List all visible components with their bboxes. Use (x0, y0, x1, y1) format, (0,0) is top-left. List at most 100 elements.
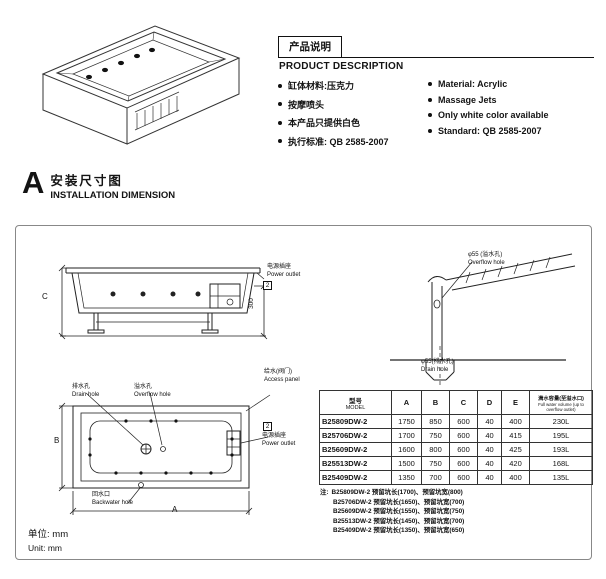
bullet-icon (278, 83, 282, 88)
backwater-cn: 回水口 (92, 492, 111, 498)
bullet-item: Only white color available (428, 110, 594, 120)
bathtub-isometric-drawing (41, 25, 241, 145)
overflow-hole-dia-label: φ55 (溢水孔) Overflow hole (468, 252, 505, 267)
cell-d: 40 (477, 456, 502, 471)
section-letter: A (22, 165, 45, 200)
volume-header-en: Full water volume (up to overflow outlet… (538, 401, 584, 412)
product-title-cn: 产品说明 (278, 36, 342, 58)
bullet-icon (428, 97, 432, 102)
drain-cn: 排水孔 (72, 384, 91, 390)
side-view-drawing (58, 264, 268, 340)
section-titles: 安装尺寸图 INSTALLATION DIMENSION (50, 168, 175, 201)
top-view-drawing (58, 392, 271, 515)
table-row: B25809DW-2 1750 850 600 40 400 230L (319, 414, 593, 429)
callout-2-badge: 2 (263, 281, 272, 290)
bullet-text: 缸体材料:压克力 (288, 81, 354, 91)
bullet-text: 按摩喷头 (288, 99, 325, 110)
note-text: B25706DW-2 预留坑长(1650)、预留坑宽(700) (333, 498, 465, 506)
cell-d: 40 (477, 414, 502, 429)
dimension-a-label: A (172, 505, 178, 514)
note-text: B25809DW-2 预留坑长(1700)、预留坑宽(800) (331, 489, 463, 496)
cell-b: 800 (421, 442, 450, 457)
cell-a: 1350 (391, 470, 422, 485)
dimension-b-label: B (54, 436, 60, 445)
access-panel-label: 给水(阀门) Access panel (264, 369, 300, 384)
drain-hole-label: 排水孔 Drain hole (72, 384, 99, 399)
dimension-300-label: 300 (247, 298, 255, 309)
drain-dia-cn: φ55(排水孔) (421, 359, 454, 365)
cell-b: 700 (421, 470, 450, 485)
unit-cn: 单位: mm (28, 529, 69, 540)
cell-a: 1500 (391, 456, 422, 471)
col-header-a: A (391, 390, 422, 415)
bullet-icon (278, 102, 282, 106)
bullet-text: 执行标准: QB 2585-2007 (288, 136, 389, 147)
dimension-c-label: C (42, 292, 48, 301)
col-header-d: D (477, 390, 502, 415)
bullet-icon (428, 128, 432, 133)
bullet-text: Only white color available (438, 110, 549, 120)
bullet-icon (278, 120, 282, 125)
backwater-hole-label: 回水口 Backwater hole (92, 492, 133, 507)
bullet-item: 缸体材料:压克力 (278, 79, 428, 92)
volume-header-cn: 满水容量(至溢水口) (538, 395, 584, 402)
note-line: B25706DW-2 预留坑长(1650)、预留坑宽(700) (320, 498, 464, 508)
overflow-hole-label: 溢水孔 Overflow hole (134, 384, 171, 399)
bullet-item: Standard: QB 2585-2007 (428, 126, 594, 136)
cell-b: 850 (421, 414, 450, 429)
power-outlet-label-side: 电源插座 Power outlet (267, 264, 300, 279)
bullet-item: 执行标准: QB 2585-2007 (278, 135, 428, 148)
bullet-text: Material: Acrylic (438, 79, 508, 89)
cell-e: 425 (501, 442, 530, 457)
product-title-en: PRODUCT DESCRIPTION (279, 61, 404, 72)
note-line: B25513DW-2 预留坑长(1450)、预留坑宽(700) (320, 517, 464, 527)
note-prefix: 注: (320, 489, 329, 496)
cell-e: 415 (501, 428, 530, 443)
backwater-en: Backwater hole (92, 499, 134, 506)
model-header-cn: 型号 (349, 397, 362, 405)
cell-model: B25609DW-2 (319, 442, 392, 457)
col-header-b: B (421, 390, 450, 415)
power-outlet-cn: 电源插座 (262, 433, 287, 439)
section-title-cn: 安装尺寸图 (50, 174, 123, 188)
corner-section-drawing (390, 253, 576, 388)
cell-a: 1700 (391, 428, 422, 443)
overflow-dia-cn: φ55 (溢水孔) (468, 252, 503, 258)
overflow-cn: 溢水孔 (134, 384, 153, 390)
table-row: B25706DW-2 1700 750 600 40 415 195L (319, 428, 593, 443)
table-row: B25409DW-2 1350 700 600 40 400 135L (319, 470, 593, 485)
power-outlet-label-top: 电源插座 Power outlet (262, 433, 295, 448)
cell-model: B25809DW-2 (319, 414, 392, 429)
section-header: A 安装尺寸图 INSTALLATION DIMENSION (22, 165, 175, 201)
access-en: Access panel (264, 376, 300, 383)
cell-volume: 193L (529, 442, 593, 457)
cell-d: 40 (477, 428, 502, 443)
note-line: B25609DW-2 预留坑长(1550)、预留坑宽(750) (320, 507, 464, 517)
bullet-icon (428, 82, 432, 86)
cell-volume: 195L (529, 428, 593, 443)
cell-d: 40 (477, 470, 502, 485)
bullet-icon (428, 113, 432, 117)
cell-model: B25706DW-2 (319, 428, 392, 443)
bullet-item: Massage Jets (428, 95, 594, 105)
col-header-c: C (449, 390, 478, 415)
cell-e: 400 (501, 470, 530, 485)
power-outlet-cn: 电源插座 (267, 264, 292, 270)
cell-model: B25513DW-2 (319, 456, 392, 471)
bullet-item: 本产品只提供白色 (278, 116, 428, 129)
bullet-item: 按摩喷头 (278, 98, 428, 111)
overflow-dia-en: Overflow hole (468, 259, 505, 266)
cell-e: 400 (501, 414, 530, 429)
cell-b: 750 (421, 456, 450, 471)
note-text: B25609DW-2 预留坑长(1550)、预留坑宽(750) (333, 508, 465, 516)
cell-volume: 135L (529, 470, 593, 485)
bullet-text: Standard: QB 2585-2007 (438, 125, 542, 136)
note-line: B25409DW-2 预留坑长(1350)、预留坑宽(650) (320, 526, 464, 536)
drain-dia-en: Drain hole (421, 366, 449, 373)
bullet-icon (278, 139, 282, 143)
divider (278, 57, 594, 58)
note-text: B25409DW-2 预留坑长(1350)、预留坑宽(650) (333, 527, 465, 535)
cell-c: 600 (449, 414, 478, 429)
cell-c: 600 (449, 456, 478, 471)
